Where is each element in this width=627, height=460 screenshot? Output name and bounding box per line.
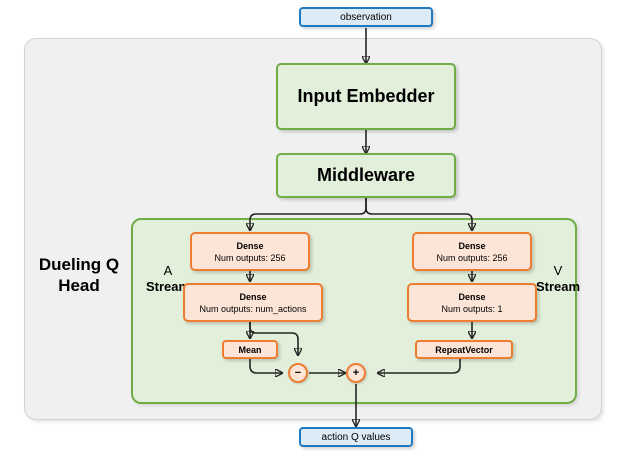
observation-label: observation [340,11,392,23]
dense-a-1-subtitle: Num outputs: 256 [214,252,286,263]
dense-v-1-subtitle: Num outputs: 256 [436,252,508,263]
v-stream-letter-label: V [553,263,563,278]
input-embedder-node[interactable]: Input Embedder [276,63,456,130]
dense-v-1-title: Dense [458,240,486,251]
v-stream-word-label: Stream [535,279,581,294]
action-q-values-node[interactable]: action Q values [299,427,413,447]
dueling-q-head-label: Dueling Q Head [38,255,120,295]
dense-v-2-subtitle: Num outputs: 1 [441,303,503,314]
add-operator[interactable]: + [346,363,366,383]
a-stream-word-label: Stream [145,279,191,294]
mean-label: Mean [238,344,262,355]
middleware-node[interactable]: Middleware [276,153,456,198]
dense-v-2-title: Dense [458,291,486,302]
dense-a-1-node[interactable]: Dense Num outputs: 256 [190,232,310,271]
repeat-vector-label: RepeatVector [435,344,493,355]
subtract-operator[interactable]: − [288,363,308,383]
observation-node[interactable]: observation [299,7,433,27]
dense-v-1-node[interactable]: Dense Num outputs: 256 [412,232,532,271]
dense-v-2-node[interactable]: Dense Num outputs: 1 [407,283,537,322]
dense-a-2-title: Dense [239,291,267,302]
a-stream-letter-label: A [163,263,173,278]
mean-node[interactable]: Mean [222,340,278,359]
middleware-label: Middleware [316,165,416,185]
dense-a-1-title: Dense [236,240,264,251]
add-symbol: + [352,366,360,379]
dense-a-2-subtitle: Num outputs: num_actions [199,303,307,314]
dense-a-2-node[interactable]: Dense Num outputs: num_actions [183,283,323,322]
action-q-values-label: action Q values [321,431,391,443]
input-embedder-label: Input Embedder [297,86,435,106]
subtract-symbol: − [294,366,302,379]
repeat-vector-node[interactable]: RepeatVector [415,340,513,359]
